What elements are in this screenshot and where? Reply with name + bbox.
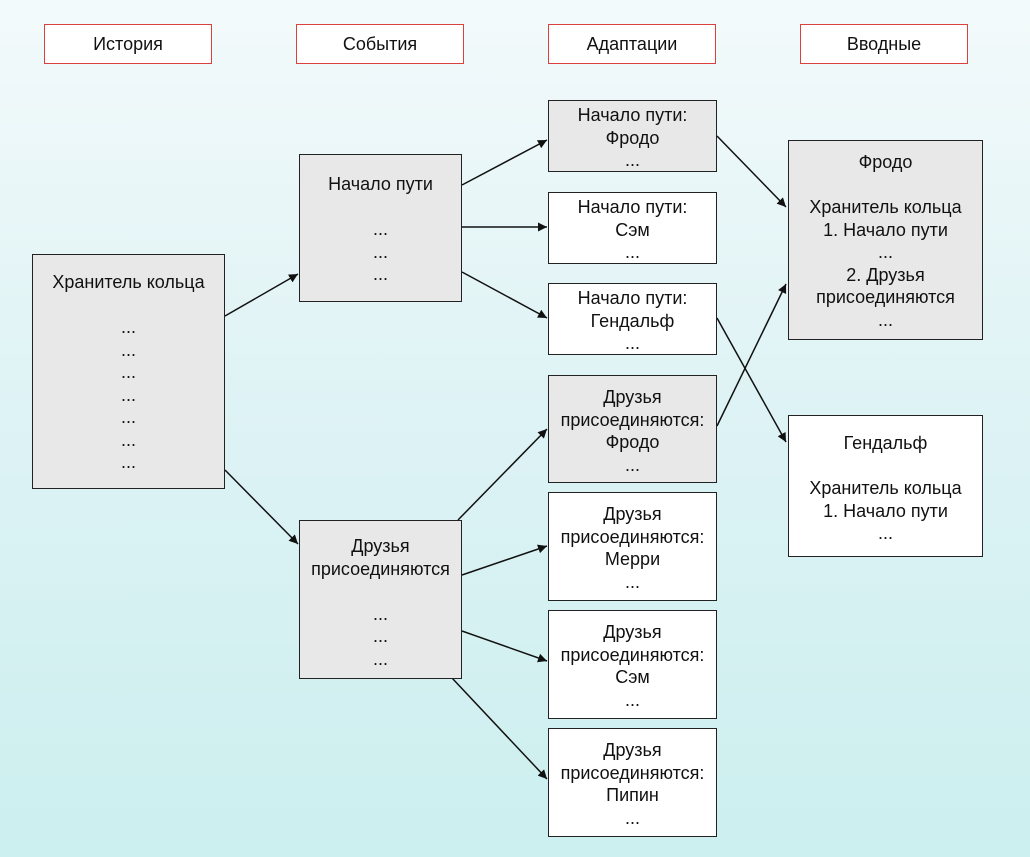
intro-node-frodo: Фродо Хранитель кольца 1. Начало пути ..… xyxy=(788,140,983,340)
history-node-line: ... xyxy=(120,339,136,360)
adaptation-node-start-gandalf: Начало пути: Гендальф ... xyxy=(548,283,717,355)
edge-history-to-friends xyxy=(224,469,299,545)
column-header-adaptations: Адаптации xyxy=(548,24,716,64)
adaptation-line: Начало пути: xyxy=(577,105,688,125)
intro-name: Гендальф xyxy=(843,433,928,453)
intro-line: 2. Друзья xyxy=(846,264,925,285)
adaptation-line: Сэм xyxy=(615,219,650,240)
adaptation-line: Друзья xyxy=(603,504,662,524)
adaptation-line: ... xyxy=(624,454,640,475)
adaptation-line: Мерри xyxy=(604,549,661,569)
edge-friends-to-friends-pippin xyxy=(451,677,548,780)
intro-line: присоединяются xyxy=(816,287,955,307)
adaptation-node-start-frodo: Начало пути: Фродо ... xyxy=(548,100,717,172)
edge-start-to-start-gandalf xyxy=(461,271,548,319)
history-node-line: ... xyxy=(120,407,136,427)
intro-node-gandalf: Гендальф Хранитель кольца 1. Начало пути… xyxy=(788,415,983,557)
adaptation-line: ... xyxy=(624,333,640,353)
adaptation-node-friends-merry: Друзья присоединяются: Мерри ... xyxy=(548,492,717,601)
event-node-line: ... xyxy=(372,648,388,669)
event-node-line: ... xyxy=(372,603,388,624)
event-node-friends: Друзья присоединяются ... ... ... xyxy=(299,520,462,679)
adaptation-line: ... xyxy=(624,807,640,828)
event-node-title: Друзья xyxy=(351,536,410,556)
history-node-ring-keeper: Хранитель кольца ... ... ... ... ... ...… xyxy=(32,254,225,489)
adaptation-line: Сэм xyxy=(615,667,650,687)
adaptation-line: Фродо xyxy=(605,432,660,452)
edge-history-to-start xyxy=(224,273,299,317)
adaptation-line: Фродо xyxy=(605,127,660,148)
event-node-title: присоединяются xyxy=(311,558,450,579)
adaptation-node-start-sam: Начало пути: Сэм ... xyxy=(548,192,717,264)
adaptation-line: Друзья xyxy=(603,622,662,642)
intro-name: Фродо xyxy=(858,152,913,172)
edge-friends-to-friends-frodo xyxy=(457,428,548,521)
adaptation-node-friends-sam: Друзья присоединяются: Сэм ... xyxy=(548,610,717,719)
edge-friends-frodo-to-intro-frodo xyxy=(716,283,787,427)
intro-line: ... xyxy=(877,309,893,330)
edge-start-frodo-to-intro-frodo xyxy=(716,135,787,208)
history-node-title: Хранитель кольца xyxy=(52,272,205,292)
column-header-intros: Вводные xyxy=(800,24,968,64)
adaptation-line: присоединяются: xyxy=(560,409,705,430)
adaptation-line: Начало пути: xyxy=(577,197,688,217)
history-node-line: ... xyxy=(120,429,136,450)
adaptation-line: присоединяются: xyxy=(560,762,705,783)
adaptation-line: Начало пути: xyxy=(577,288,688,308)
column-header-history: История xyxy=(44,24,212,64)
intro-line: Хранитель кольца xyxy=(809,197,962,217)
edge-start-to-start-frodo xyxy=(461,139,548,186)
intro-line: 1. Начало пути xyxy=(823,219,948,240)
adaptation-line: Пипин xyxy=(606,785,659,805)
intro-line: ... xyxy=(877,523,893,543)
edge-friends-to-friends-sam xyxy=(461,630,548,663)
adaptation-line: Гендальф xyxy=(590,310,675,331)
intro-line: ... xyxy=(877,242,893,262)
adaptation-line: присоединяются: xyxy=(560,526,705,547)
edge-friends-to-friends-merry xyxy=(461,544,548,576)
event-node-title: Начало пути xyxy=(328,174,433,194)
adaptation-line: присоединяются: xyxy=(560,644,705,665)
adaptation-node-friends-frodo: Друзья присоединяются: Фродо ... xyxy=(548,375,717,483)
edge-start-gandalf-to-intro-gandalf xyxy=(716,317,787,443)
adaptation-line: Друзья xyxy=(603,387,662,407)
adaptation-line: ... xyxy=(624,242,640,262)
event-node-start: Начало пути ... ... ... xyxy=(299,154,462,302)
adaptation-node-friends-pippin: Друзья присоединяются: Пипин ... xyxy=(548,728,717,837)
event-node-line: ... xyxy=(372,219,388,239)
adaptation-line: ... xyxy=(624,150,640,170)
adaptation-line: Друзья xyxy=(603,740,662,760)
intro-line: Хранитель кольца xyxy=(809,478,962,498)
history-node-line: ... xyxy=(120,362,136,382)
adaptation-line: ... xyxy=(624,571,640,592)
event-node-line: ... xyxy=(372,241,388,262)
event-node-line: ... xyxy=(372,626,388,646)
column-header-events: События xyxy=(296,24,464,64)
intro-line: 1. Начало пути xyxy=(823,500,948,521)
history-node-line: ... xyxy=(120,384,136,405)
history-node-line: ... xyxy=(120,452,136,472)
history-node-line: ... xyxy=(120,317,136,337)
event-node-line: ... xyxy=(372,264,388,284)
adaptation-line: ... xyxy=(624,689,640,710)
